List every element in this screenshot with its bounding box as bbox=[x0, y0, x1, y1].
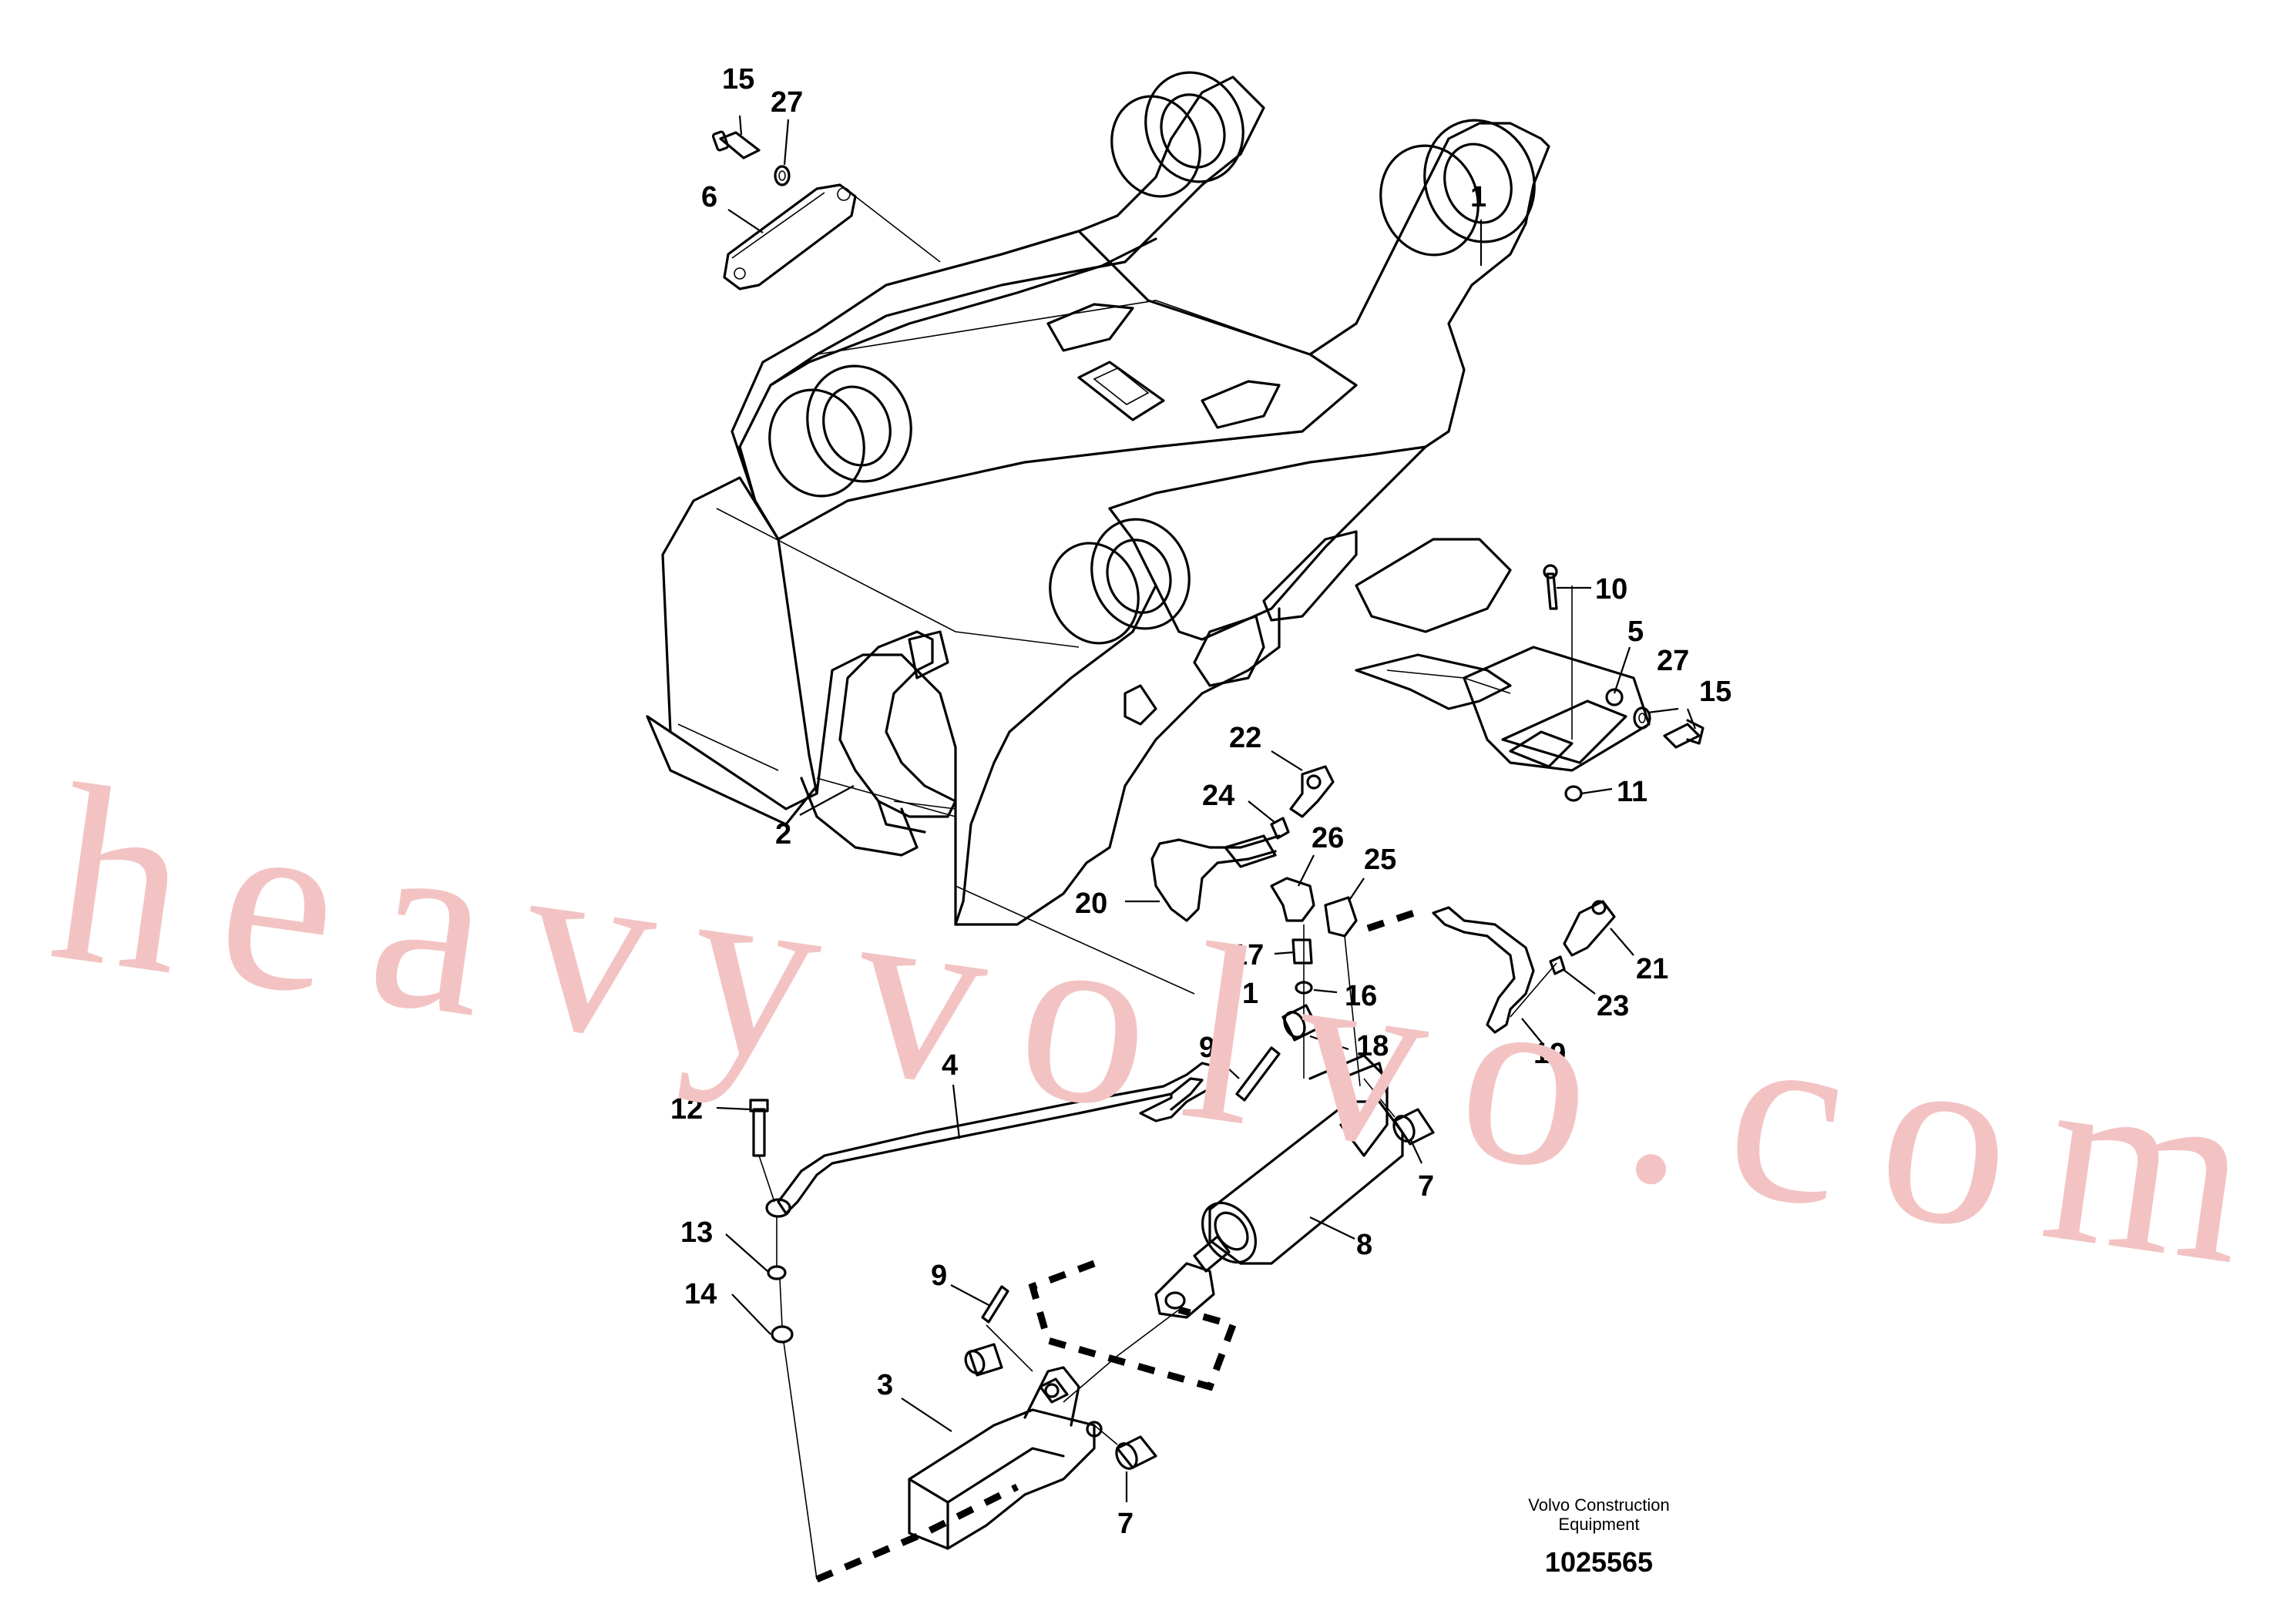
company-line-1: Volvo Construction bbox=[1528, 1495, 1669, 1515]
fitting-21 bbox=[1563, 900, 1616, 957]
callout-4: 4 bbox=[942, 1049, 958, 1082]
left-pin-boss bbox=[768, 364, 912, 498]
elbow-26 bbox=[1270, 877, 1315, 922]
bushing-7-upper bbox=[1392, 1108, 1435, 1146]
o-ring-24 bbox=[1270, 817, 1290, 840]
callout-23: 23 bbox=[1597, 990, 1629, 1022]
bushing-near-cylinder bbox=[1281, 1004, 1319, 1042]
bolt-15-right bbox=[1663, 719, 1705, 749]
callout-12: 12 bbox=[670, 1093, 703, 1126]
upper-left-pin-boss bbox=[1110, 71, 1244, 198]
quick-coupler-frame bbox=[646, 71, 1550, 926]
lock-block-part-5 bbox=[1355, 586, 1651, 772]
nut-11 bbox=[1564, 785, 1583, 802]
callout-10: 10 bbox=[1595, 573, 1627, 606]
watermark: heavyvolvo.com bbox=[39, 732, 2294, 1324]
callout-3: 3 bbox=[877, 1369, 893, 1401]
callout-18: 18 bbox=[1356, 1030, 1389, 1062]
upper-right-pin-boss bbox=[1379, 119, 1536, 257]
callout-13: 13 bbox=[680, 1216, 713, 1249]
bolt-12 bbox=[749, 1099, 769, 1157]
callout-16: 16 bbox=[1345, 980, 1377, 1012]
callout-27-right: 27 bbox=[1657, 645, 1689, 677]
callout-26: 26 bbox=[1312, 822, 1344, 854]
leader-lines bbox=[716, 115, 1697, 1502]
bolt-10 bbox=[1543, 564, 1558, 610]
pin-9-lower bbox=[981, 1285, 1009, 1324]
callout-numbers: 1 2 3 4 5 6 7 7 8 9 9 10 11 12 13 14 15 … bbox=[670, 63, 1731, 1540]
callout-21: 21 bbox=[1636, 953, 1668, 985]
callout-14: 14 bbox=[684, 1278, 717, 1310]
callout-11: 11 bbox=[1617, 776, 1647, 808]
bushing-lower bbox=[964, 1343, 1003, 1377]
cylinder-part-8 bbox=[1154, 1054, 1404, 1319]
callout-8: 8 bbox=[1356, 1229, 1372, 1261]
callout-24: 24 bbox=[1202, 780, 1234, 812]
footer-block: Volvo Construction Equipment 1025565 bbox=[1528, 1495, 1669, 1578]
callout-1: 1 bbox=[1470, 181, 1486, 213]
callout-25: 25 bbox=[1364, 844, 1396, 876]
callout-6: 6 bbox=[701, 181, 717, 213]
callout-15-right: 15 bbox=[1699, 676, 1731, 708]
o-ring-23 bbox=[1549, 955, 1566, 975]
lock-bracket-part-3 bbox=[908, 1366, 1103, 1550]
callout-9-lower: 9 bbox=[931, 1260, 947, 1292]
callout-15-middle: 1 bbox=[1242, 978, 1258, 1010]
callout-27-top: 27 bbox=[771, 86, 803, 119]
fitting-25 bbox=[1324, 896, 1358, 938]
callout-19: 19 bbox=[1533, 1038, 1566, 1070]
elbow-fitting-22 bbox=[1289, 765, 1335, 818]
bolt-15-top bbox=[711, 130, 761, 159]
callout-15-top: 15 bbox=[722, 63, 754, 96]
callout-7-lower: 7 bbox=[1117, 1508, 1134, 1540]
callout-17: 17 bbox=[1231, 939, 1264, 971]
callout-5: 5 bbox=[1627, 616, 1644, 648]
company-line-2: Equipment bbox=[1558, 1515, 1639, 1534]
link-rod-part-4 bbox=[765, 1062, 1219, 1218]
drawing-number: 1025565 bbox=[1545, 1546, 1653, 1578]
washer-27-top bbox=[774, 165, 791, 186]
callout-9-middle: 9 bbox=[1199, 1032, 1215, 1064]
hose-20 bbox=[1150, 834, 1281, 922]
bushing-7-lower bbox=[1115, 1435, 1157, 1470]
cover-part-6 bbox=[723, 183, 941, 290]
washer-27-right bbox=[1633, 706, 1651, 730]
callout-20: 20 bbox=[1075, 887, 1107, 920]
pin-9-middle bbox=[1235, 1046, 1281, 1102]
callout-22: 22 bbox=[1229, 722, 1261, 754]
callout-7-upper: 7 bbox=[1418, 1170, 1434, 1203]
nut-14 bbox=[771, 1325, 794, 1344]
right-pin-boss bbox=[1049, 518, 1191, 645]
hose-19 bbox=[1432, 906, 1535, 1034]
hook-part-2 bbox=[838, 630, 957, 834]
callout-2: 2 bbox=[775, 818, 791, 851]
washer-13 bbox=[767, 1265, 787, 1280]
